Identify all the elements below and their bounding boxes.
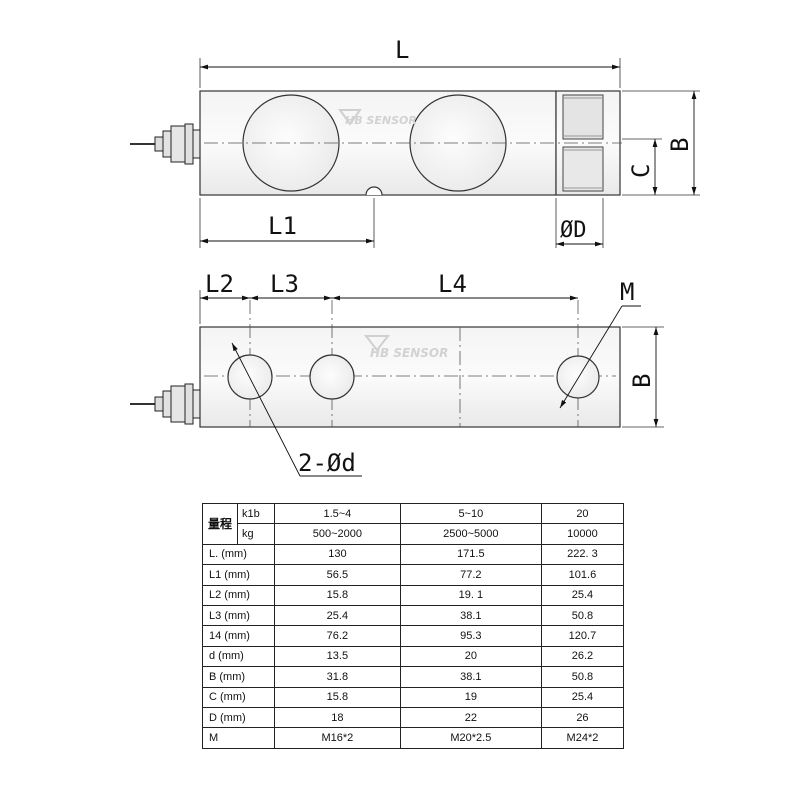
table-cell: 26 bbox=[540, 706, 625, 729]
table-cell: 120.7 bbox=[540, 625, 625, 647]
table-cell: 171.5 bbox=[399, 543, 542, 566]
table-cell: 38.1 bbox=[399, 604, 542, 627]
table-cell: 31.8 bbox=[274, 666, 401, 688]
dim-label-L3: L3 bbox=[270, 270, 299, 298]
table-cell: 130 bbox=[274, 543, 401, 566]
table-cell: 15.8 bbox=[274, 584, 401, 606]
table-cell: 50.8 bbox=[540, 604, 625, 627]
dim-label-L2: L2 bbox=[205, 270, 234, 298]
row-label: D (mm) bbox=[202, 706, 275, 729]
dim-label-D: ØD bbox=[560, 218, 587, 243]
table-cell: 222. 3 bbox=[540, 543, 625, 566]
dim-label-M: M bbox=[620, 278, 634, 306]
row-label: L2 (mm) bbox=[202, 584, 275, 606]
table-cell: 76.2 bbox=[274, 625, 401, 647]
dim-label-L: L bbox=[395, 36, 409, 64]
gauge-pocket-left bbox=[242, 94, 340, 192]
row-label: B (mm) bbox=[202, 666, 275, 688]
table-cell: 50.8 bbox=[540, 666, 625, 688]
table-cell: 26.2 bbox=[540, 645, 625, 668]
table-cell: 95.3 bbox=[399, 625, 542, 647]
mounting-hole-1 bbox=[227, 354, 273, 400]
watermark-bottom: HB SENSOR bbox=[363, 335, 448, 360]
row-label: L. (mm) bbox=[202, 543, 275, 566]
table-cell: M24*2 bbox=[540, 727, 625, 749]
table-cell: 20 bbox=[399, 645, 542, 668]
table-cell: 77.2 bbox=[399, 564, 542, 586]
table-cell: 38.1 bbox=[399, 666, 542, 688]
row-label: d (mm) bbox=[202, 645, 275, 668]
row-label: C (mm) bbox=[202, 686, 275, 708]
technical-drawing: HB SENSOR L B C L1 ØD bbox=[130, 36, 700, 477]
top-view: HB SENSOR L B C L1 ØD bbox=[130, 36, 700, 248]
table-cell: 25.4 bbox=[274, 604, 401, 627]
header-cell: 20 bbox=[540, 502, 625, 525]
header-cell: 10000 bbox=[540, 523, 625, 545]
row-label: 14 (mm) bbox=[202, 625, 275, 647]
svg-text:HB SENSOR: HB SENSOR bbox=[345, 114, 417, 127]
table-cell: 19 bbox=[399, 686, 542, 708]
bottom-view: HB SENSOR L2 L3 L4 M B 2-Ød bbox=[130, 270, 664, 477]
table-cell: 18 bbox=[274, 706, 401, 729]
row-label: L3 (mm) bbox=[202, 604, 275, 627]
dim-label-B-bottom: B bbox=[628, 374, 656, 388]
svg-text:HB SENSOR: HB SENSOR bbox=[370, 346, 448, 360]
table-cell: M16*2 bbox=[274, 727, 401, 749]
cable-connector-bottom bbox=[130, 383, 201, 425]
table-cell: 15.8 bbox=[274, 686, 401, 708]
header-row-kg: kg 500~2000 2500~5000 10000 bbox=[203, 523, 625, 545]
cable-connector-top bbox=[130, 123, 201, 165]
header-cell: 2500~5000 bbox=[399, 523, 542, 545]
row-label: M bbox=[202, 727, 275, 749]
header-cell: 1.5~4 bbox=[274, 502, 401, 525]
table-cell: 56.5 bbox=[274, 564, 401, 586]
row-label: L1 (mm) bbox=[202, 564, 275, 586]
table-cell: 101.6 bbox=[540, 564, 625, 586]
dim-label-B-top: B bbox=[666, 138, 694, 152]
header-row-lb: 量程 k1b 1.5~4 5~10 20 bbox=[202, 502, 625, 545]
mounting-hole-2 bbox=[309, 354, 355, 400]
watermark-top: HB SENSOR bbox=[338, 109, 417, 127]
table-cell: 25.4 bbox=[540, 584, 625, 606]
unit-label: k1b bbox=[237, 502, 275, 525]
table-cell: 13.5 bbox=[274, 645, 401, 668]
table-cell: M20*2.5 bbox=[399, 727, 542, 749]
unit-label: kg bbox=[237, 523, 275, 545]
spec-table: 量程 k1b 1.5~4 5~10 20 kg 500~2000 2500~50… bbox=[202, 502, 625, 749]
table-cell: 22 bbox=[399, 706, 542, 729]
dim-label-L1: L1 bbox=[268, 212, 297, 240]
range-group-label: 量程 bbox=[202, 503, 238, 545]
dim-label-L4: L4 bbox=[438, 270, 467, 298]
threaded-hole-M bbox=[556, 355, 600, 399]
header-cell: 500~2000 bbox=[274, 523, 401, 545]
table-cell: 25.4 bbox=[540, 686, 625, 708]
table-cell: 19. 1 bbox=[399, 584, 542, 606]
dim-label-C: C bbox=[627, 164, 655, 178]
header-cell: 5~10 bbox=[399, 502, 542, 525]
dim-label-holes: 2-Ød bbox=[298, 449, 356, 477]
